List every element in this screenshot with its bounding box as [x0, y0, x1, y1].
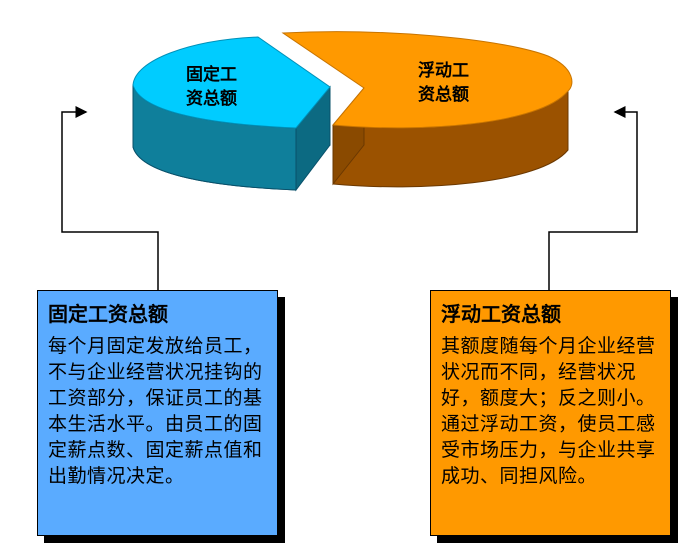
fixed-salary-description: 每个月固定发放给员工，不与企业经营状况挂钩的工资部分，保证员工的基本生活水平。由… [48, 335, 263, 487]
fixed-salary-title: 固定工资总额 [48, 302, 168, 326]
fixed-salary-box: 固定工资总额 每个月固定发放给员工，不与企业经营状况挂钩的工资部分，保证员工的基… [37, 290, 278, 536]
float-slice-label-line1: 浮动工 [418, 60, 469, 81]
float-salary-title: 浮动工资总额 [441, 302, 561, 326]
float-slice-top [281, 31, 573, 129]
float-connector-arrow [548, 106, 638, 290]
fixed-slice-label-line2: 资总额 [186, 88, 237, 109]
float-salary-box: 浮动工资总额 其额度随每个月企业经营状况而不同，经营状况好，额度大；反之则小。通… [430, 290, 671, 536]
fixed-slice-label-line1: 固定工 [186, 64, 237, 85]
pie-slice-float [281, 31, 573, 188]
pie-slice-fixed [132, 36, 331, 192]
float-salary-description: 其额度随每个月企业经营状况而不同，经营状况好，额度大；反之则小。通过浮动工资，使… [441, 335, 656, 487]
fixed-connector-arrow [61, 106, 159, 290]
fixed-slice-top [132, 36, 331, 129]
float-slice-label-line2: 资总额 [418, 84, 469, 105]
